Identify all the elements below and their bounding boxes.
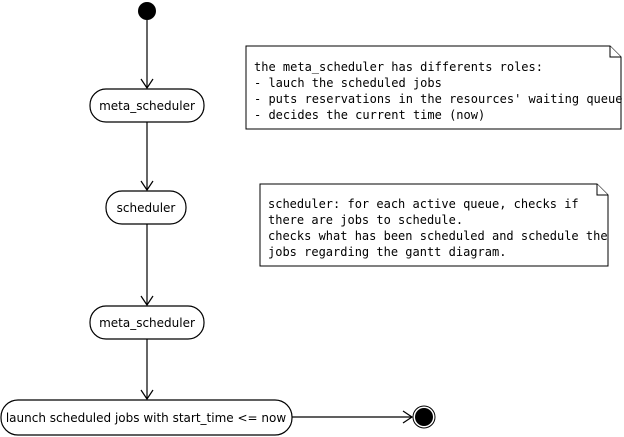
arrowhead-meta-scheduler-to-launch <box>140 389 154 401</box>
arrowhead-launch-to-end <box>402 410 414 424</box>
activity-launch-scheduled-jobs-label: launch scheduled jobs with start_time <=… <box>6 411 287 425</box>
note-scheduler-description-line-3: checks what has been scheduled and sched… <box>268 229 608 243</box>
arrowhead-scheduler-to-meta-scheduler <box>140 295 154 307</box>
note-meta-scheduler-roles: the meta_scheduler has differents roles:… <box>245 45 622 130</box>
activity-scheduler-label: scheduler <box>117 201 176 215</box>
activity-launch-scheduled-jobs: launch scheduled jobs with start_time <=… <box>0 399 293 436</box>
start-node <box>138 2 156 20</box>
note-meta-scheduler-roles-line-1: the meta_scheduler has differents roles: <box>254 60 543 74</box>
note-meta-scheduler-roles-line-3: - puts reservations in the resources' wa… <box>254 92 622 106</box>
arrowhead-start-to-meta-scheduler <box>140 78 154 90</box>
end-node <box>412 405 436 429</box>
activity-meta-scheduler-2: meta_scheduler <box>89 305 205 340</box>
note-scheduler-description: scheduler: for each active queue, checks… <box>259 183 609 267</box>
note-scheduler-description-line-1: scheduler: for each active queue, checks… <box>268 197 579 211</box>
activity-meta-scheduler-1-label: meta_scheduler <box>99 99 195 113</box>
note-meta-scheduler-roles-line-4: - decides the current time (now) <box>254 108 485 122</box>
arrowhead-meta-scheduler-to-scheduler <box>140 180 154 192</box>
note-scheduler-description-line-4: jobs regarding the gantt diagram. <box>268 245 506 259</box>
activity-meta-scheduler-2-label: meta_scheduler <box>99 316 195 330</box>
activity-meta-scheduler-1: meta_scheduler <box>89 88 205 123</box>
note-meta-scheduler-roles-line-2: - lauch the scheduled jobs <box>254 76 442 90</box>
note-scheduler-description-line-2: there are jobs to schedule. <box>268 213 463 227</box>
activity-scheduler: scheduler <box>105 190 187 225</box>
